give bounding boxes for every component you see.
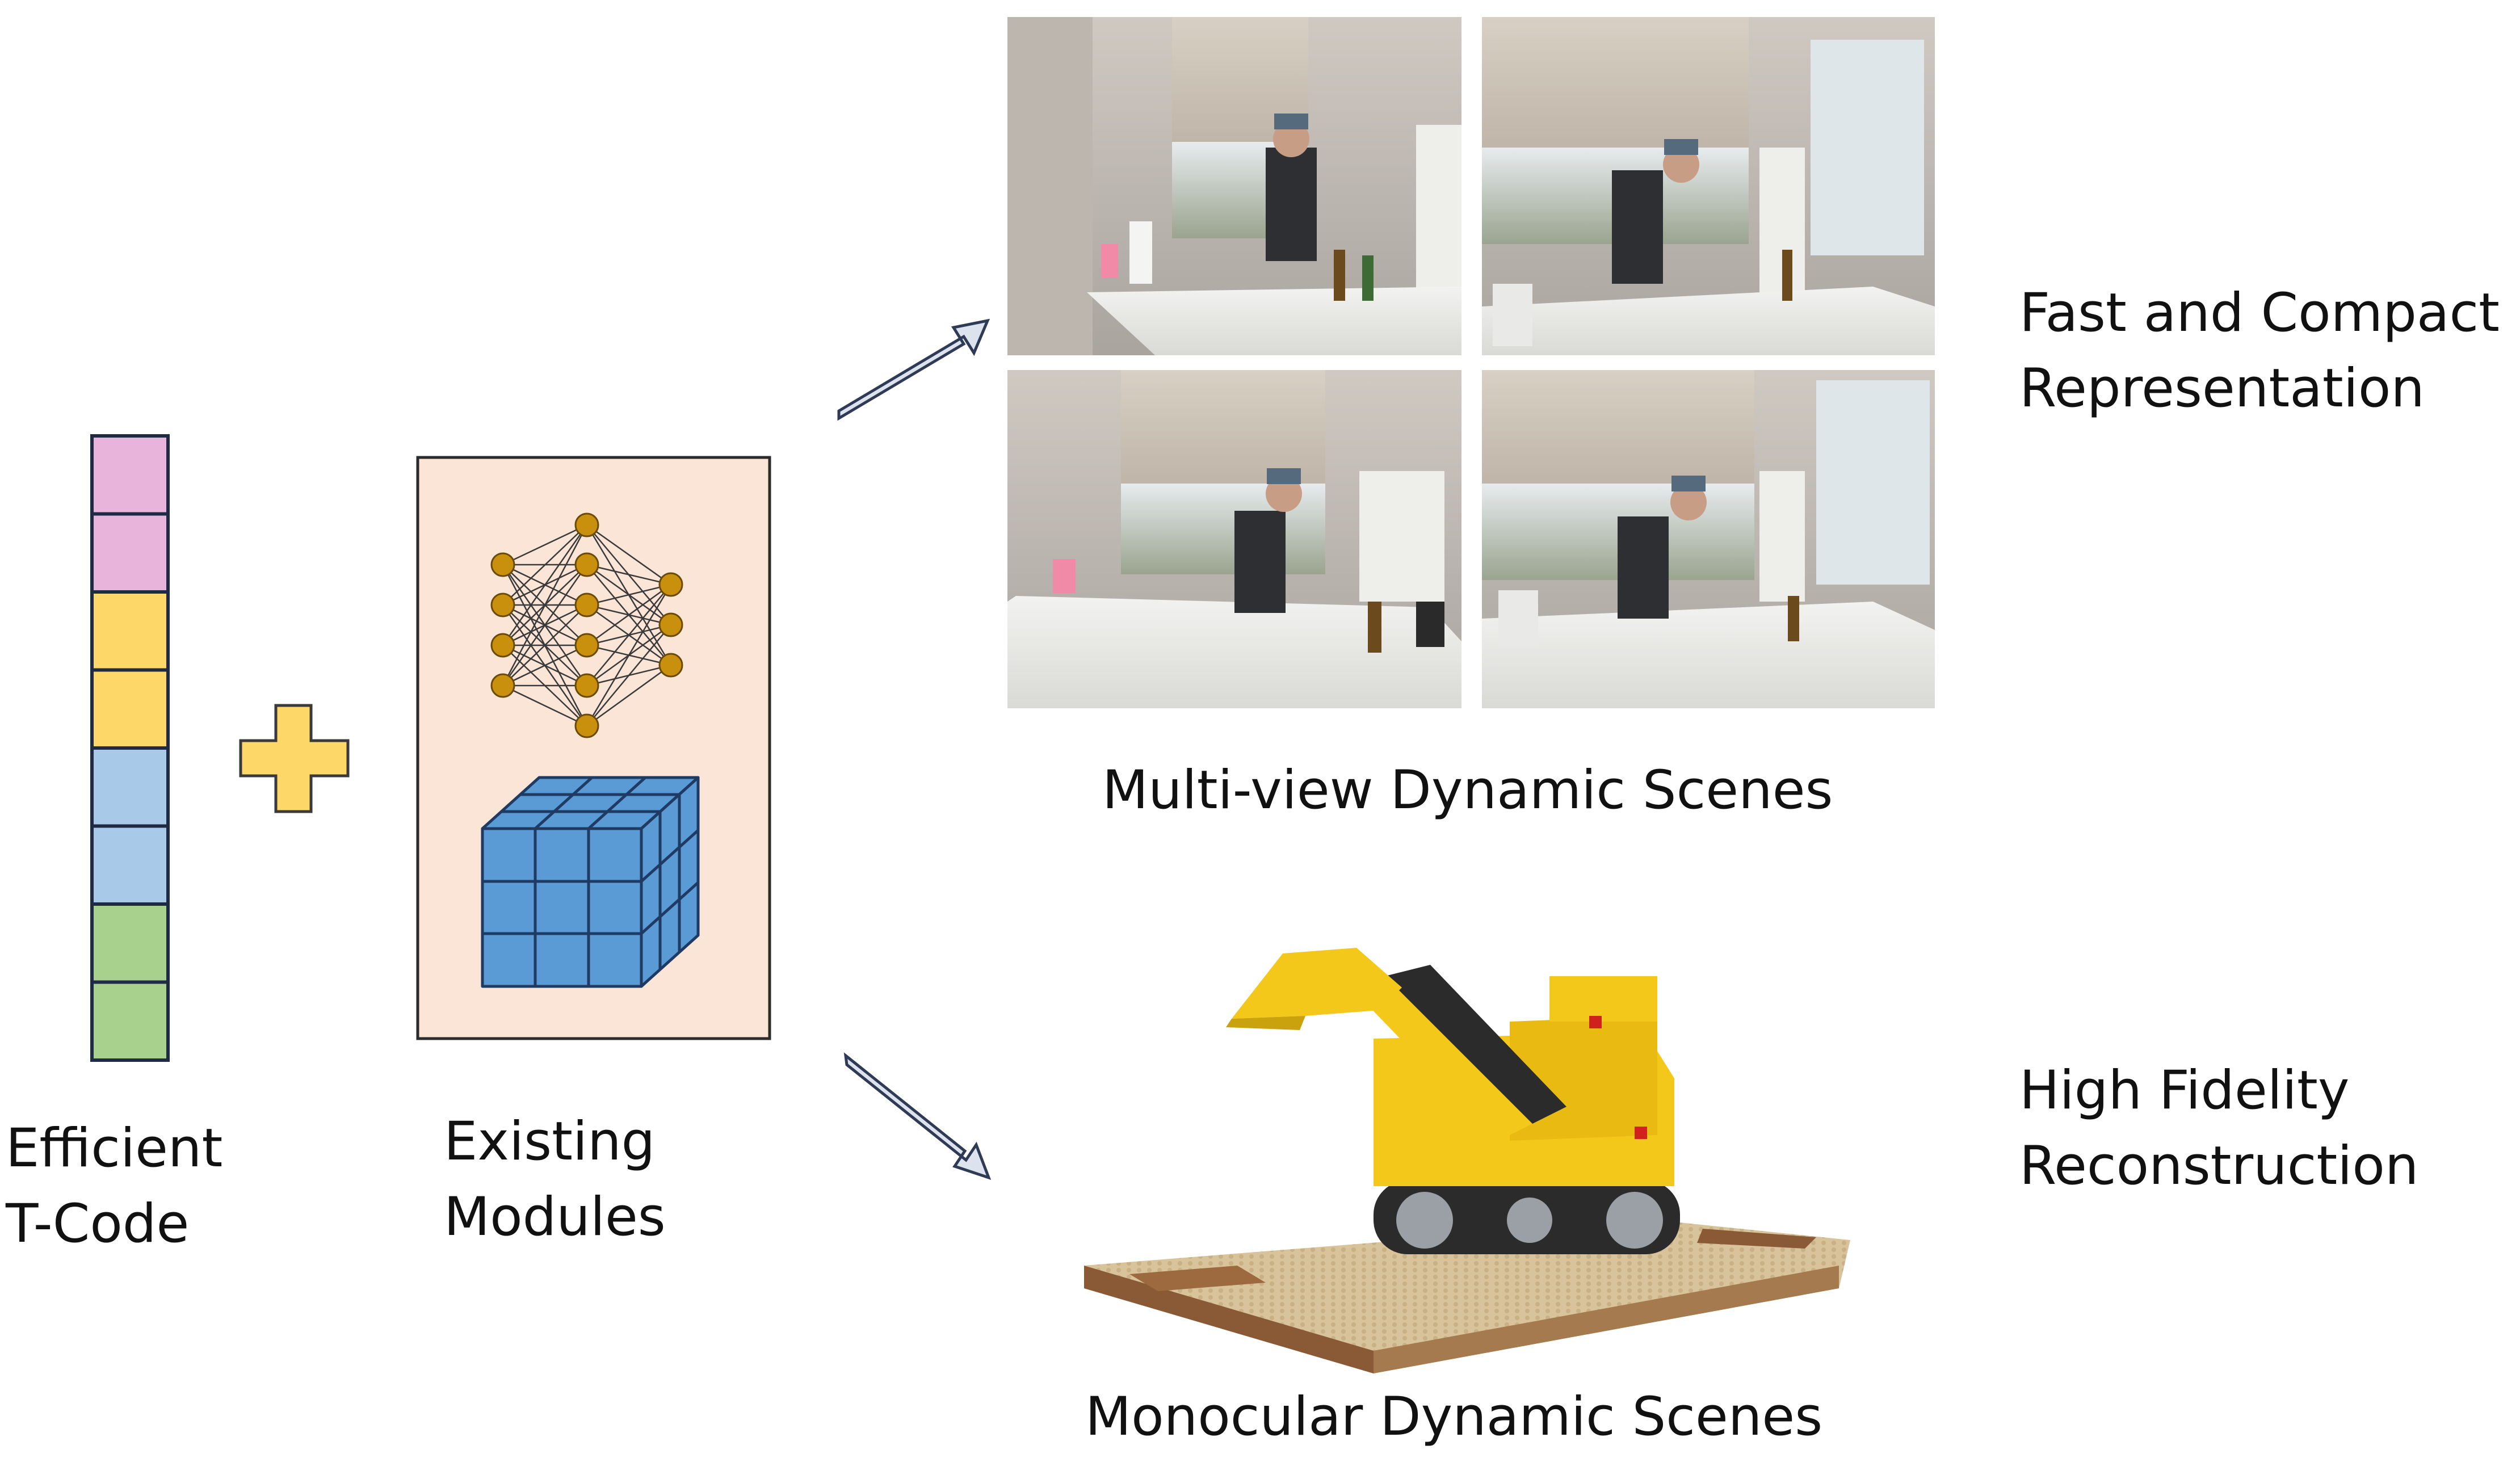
- neural-network-icon: [490, 512, 683, 738]
- t-code-cell: [90, 980, 170, 1062]
- voxel-cube-icon: [481, 776, 700, 988]
- t-code-column: [90, 434, 170, 1062]
- t-code-cell: [90, 824, 170, 906]
- nn-neuron: [490, 552, 515, 577]
- view-4-image: [1482, 370, 1935, 708]
- fast-compact-label-line2: Representation: [2019, 358, 2425, 420]
- nn-neuron: [490, 633, 515, 658]
- lego-bulldozer-image: [1084, 948, 1850, 1373]
- nn-connection: [586, 624, 671, 726]
- existing-modules-label-line2: Modules: [444, 1186, 666, 1249]
- nn-neuron: [574, 633, 599, 658]
- nn-connection: [586, 584, 671, 686]
- t-code-cell: [90, 902, 170, 984]
- fast-compact-label: Fast and Compact Representation: [2019, 275, 2500, 427]
- monocular-caption: Monocular Dynamic Scenes: [1085, 1386, 1823, 1448]
- t-code-label-line1: Efficient: [6, 1117, 223, 1179]
- view-2-image: [1482, 17, 1935, 355]
- existing-modules-label-line1: Existing: [444, 1111, 656, 1173]
- arrow-to-monocular: [843, 1052, 992, 1180]
- nn-neuron: [574, 713, 599, 738]
- nn-connection: [502, 524, 588, 646]
- nn-neuron: [490, 673, 515, 698]
- fast-compact-label-line1: Fast and Compact: [2019, 282, 2500, 344]
- nn-neuron: [574, 673, 599, 698]
- nn-connection: [586, 584, 672, 726]
- view-3-image: [1007, 370, 1461, 708]
- nn-neuron: [490, 593, 515, 617]
- nn-neuron: [658, 612, 683, 637]
- nn-connection: [502, 604, 587, 686]
- nn-connection: [502, 644, 587, 687]
- existing-modules-label: Existing Modules: [444, 1104, 666, 1255]
- nn-neuron: [574, 552, 599, 577]
- t-code-cell: [90, 746, 170, 828]
- nn-connection: [502, 564, 588, 686]
- nn-connection: [586, 524, 671, 586]
- multiview-image-grid: [1007, 17, 1935, 708]
- nn-neuron: [658, 572, 683, 597]
- nn-connection: [586, 564, 671, 586]
- nn-neuron: [574, 512, 599, 537]
- nn-connection: [586, 583, 671, 606]
- t-code-cell: [90, 668, 170, 750]
- t-code-label: Efficient T-Code: [6, 1111, 222, 1262]
- nn-neuron: [574, 593, 599, 617]
- t-code-cell: [90, 590, 170, 672]
- nn-connection: [502, 524, 587, 606]
- multiview-caption: Multi-view Dynamic Scenes: [1102, 759, 1833, 821]
- nn-connection: [586, 664, 671, 727]
- plus-icon: [239, 704, 350, 813]
- high-fidelity-label-line2: Reconstruction: [2019, 1135, 2419, 1198]
- t-code-cell: [90, 512, 170, 594]
- nn-connection: [502, 524, 587, 566]
- nn-connection: [502, 684, 587, 727]
- nn-connection: [502, 524, 588, 686]
- nn-connection: [586, 583, 671, 646]
- nn-neuron: [658, 653, 683, 678]
- arrow-to-multiview: [837, 318, 990, 421]
- t-code-cell: [90, 434, 170, 516]
- view-1-image: [1007, 17, 1461, 355]
- t-code-label-line2: T-Code: [6, 1193, 190, 1255]
- high-fidelity-label: High Fidelity Reconstruction: [2019, 1053, 2419, 1204]
- high-fidelity-label-line1: High Fidelity: [2019, 1060, 2350, 1121]
